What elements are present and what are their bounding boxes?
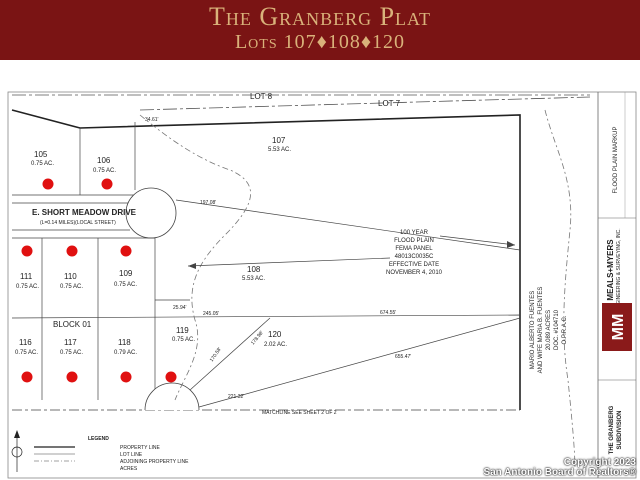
marker-lot-106 [101, 178, 113, 190]
lot-109-number: 109 [119, 269, 133, 278]
flood-note-leader [187, 257, 391, 267]
lot-111-number: 111 [20, 272, 33, 281]
lot-117-number: 117 [64, 338, 77, 347]
lot-120-acres: 2.02 AC. [264, 342, 287, 348]
banner-title: The Granberg Plat [208, 2, 432, 31]
lot-118-number: 118 [118, 338, 131, 347]
arrowhead [507, 241, 515, 248]
banner-subtitle: Lots 107♦108♦120 [234, 31, 406, 53]
north-arrow-icon [11, 430, 23, 472]
flood-plain-boundary-west [139, 114, 251, 401]
svg-text:O.P.R.A.C.: O.P.R.A.C. [562, 315, 568, 344]
marker-lot-109 [120, 245, 132, 257]
cul-de-sac-south [144, 382, 200, 411]
svg-text:LOT LINE: LOT LINE [120, 452, 143, 458]
street-subtitle: (L=0.14 MILES)(LOCAL STREET) [40, 220, 116, 226]
lot-117-acres: 0.75 AC. [60, 350, 83, 356]
dim-label: 178.98' [250, 330, 265, 346]
lot-120-number: 120 [268, 330, 282, 339]
lot-119-number: 119 [176, 326, 189, 335]
flood-plain-markup-label: FLOOD PLAIN MARKUP [613, 126, 619, 193]
lot7-label: LOT 7 [378, 99, 401, 108]
lot-106-acres: 0.75 AC. [93, 168, 116, 174]
copyright-watermark: Copyright 2023 San Antonio Board of Real… [483, 457, 636, 478]
dim-label: 170.58' [209, 346, 223, 363]
marker-lot-105 [42, 178, 54, 190]
svg-text:ADJOINING PROPERTY LINE: ADJOINING PROPERTY LINE [120, 459, 189, 465]
lot-109-acres: 0.75 AC. [114, 282, 137, 288]
svg-text:PROPERTY LINE: PROPERTY LINE [120, 445, 160, 451]
svg-text:FEMA PANEL: FEMA PANEL [395, 246, 433, 252]
company-logo [602, 303, 632, 351]
lot-markers [21, 178, 177, 383]
lot-106-number: 106 [97, 156, 111, 165]
header-banner: The Granberg Plat Lots 107♦108♦120 [0, 0, 640, 60]
dim-label: 655.47' [395, 354, 411, 360]
lot-line [11, 314, 521, 319]
svg-text:AND WIFE MARIA B. FUENTES: AND WIFE MARIA B. FUENTES [538, 287, 544, 374]
lot-116-number: 116 [19, 338, 32, 347]
svg-text:FLOOD PLAIN MARKUP: FLOOD PLAIN MARKUP [613, 126, 619, 193]
svg-text:100 YEAR: 100 YEAR [400, 230, 429, 236]
lot-116-acres: 0.75 AC. [15, 350, 38, 356]
lot-105-number: 105 [34, 150, 48, 159]
drawing-frame [7, 91, 637, 479]
lot-107-acres: 5.53 AC. [268, 147, 291, 153]
arrowhead [188, 263, 196, 269]
lot-108-acres: 5.53 AC. [242, 276, 265, 282]
lot-108-number: 108 [247, 265, 261, 274]
flood-plain-boundary-east [544, 109, 576, 471]
lot-105-acres: 0.75 AC. [31, 161, 54, 167]
company-name: MEALS+MYERS ENGINEERING & SURVEYING, INC… [606, 228, 622, 311]
lot-107-number: 107 [272, 136, 286, 145]
street-name: E. SHORT MEADOW DRIVE [32, 208, 137, 217]
svg-text:FLOOD PLAIN: FLOOD PLAIN [394, 238, 434, 244]
lot-line-diagonal [189, 317, 271, 391]
dim-label: 245.05' [203, 311, 219, 317]
dim-label: 221.32' [228, 394, 244, 400]
svg-text:20.089 ACRES: 20.089 ACRES [546, 310, 552, 350]
flood-plain-note: 100 YEAR FLOOD PLAIN FEMA PANEL 48013C00… [386, 230, 443, 276]
plat-drawing: 34.61' 197.08' 25.94' 245.05' 674.55' 65… [7, 91, 637, 479]
svg-text:48013C0035C: 48013C0035C [395, 254, 434, 260]
svg-text:MARIO ALBERTO FUENTES: MARIO ALBERTO FUENTES [530, 291, 536, 369]
flood-note-leader [439, 235, 516, 246]
svg-text:THE GRANBERG: THE GRANBERG [609, 405, 615, 454]
lot-118-acres: 0.79 AC. [114, 350, 137, 356]
lot-line-diagonal [175, 199, 521, 251]
dim-label: 674.55' [380, 310, 396, 316]
svg-text:NOVEMBER 4, 2010: NOVEMBER 4, 2010 [386, 270, 443, 276]
adjoining-line-lot7 [139, 96, 591, 111]
lot-119-acres: 0.75 AC. [172, 337, 195, 343]
svg-text:ACRES: ACRES [120, 466, 138, 472]
svg-text:SUBDIVISION: SUBDIVISION [617, 410, 623, 449]
marker-lot-111 [21, 245, 33, 257]
lot-line-diagonal [198, 317, 521, 408]
lot8-label: LOT 8 [250, 92, 273, 101]
svg-text:DOC. #104710: DOC. #104710 [554, 309, 560, 350]
svg-text:ENGINEERING & SURVEYING, INC.: ENGINEERING & SURVEYING, INC. [616, 228, 622, 311]
marker-lot-117 [66, 371, 78, 383]
svg-text:LEGEND: LEGEND [88, 436, 109, 442]
dim-label: 197.08' [200, 200, 216, 206]
dim-label: 25.94' [173, 305, 187, 311]
dim-label: 34.61' [145, 117, 159, 123]
owner-note: MARIO ALBERTO FUENTES AND WIFE MARIA B. … [530, 287, 568, 374]
property-line-main [11, 109, 521, 410]
marker-lot-110 [66, 245, 78, 257]
svg-text:EFFECTIVE DATE: EFFECTIVE DATE [389, 262, 439, 268]
subdivision-name: THE GRANBERG SUBDIVISION [609, 405, 623, 454]
lot-110-number: 110 [64, 272, 77, 281]
lot-111-acres: 0.75 AC. [16, 284, 39, 290]
legend: LEGEND PROPERTY LINE LOT LINE ADJOINING … [34, 436, 189, 472]
marker-lot-118 [120, 371, 132, 383]
marker-lot-119 [165, 371, 177, 383]
marker-lot-116 [21, 371, 33, 383]
company-logo-letters: MM [610, 314, 627, 341]
block-label: BLOCK 01 [53, 320, 92, 329]
svg-text:MM: MM [610, 314, 627, 341]
lot-110-acres: 0.75 AC. [60, 284, 83, 290]
svg-text:MEALS+MYERS: MEALS+MYERS [606, 239, 615, 301]
matchline-label: MATCHLINE SEE SHEET 2 OF 2 [262, 410, 337, 416]
